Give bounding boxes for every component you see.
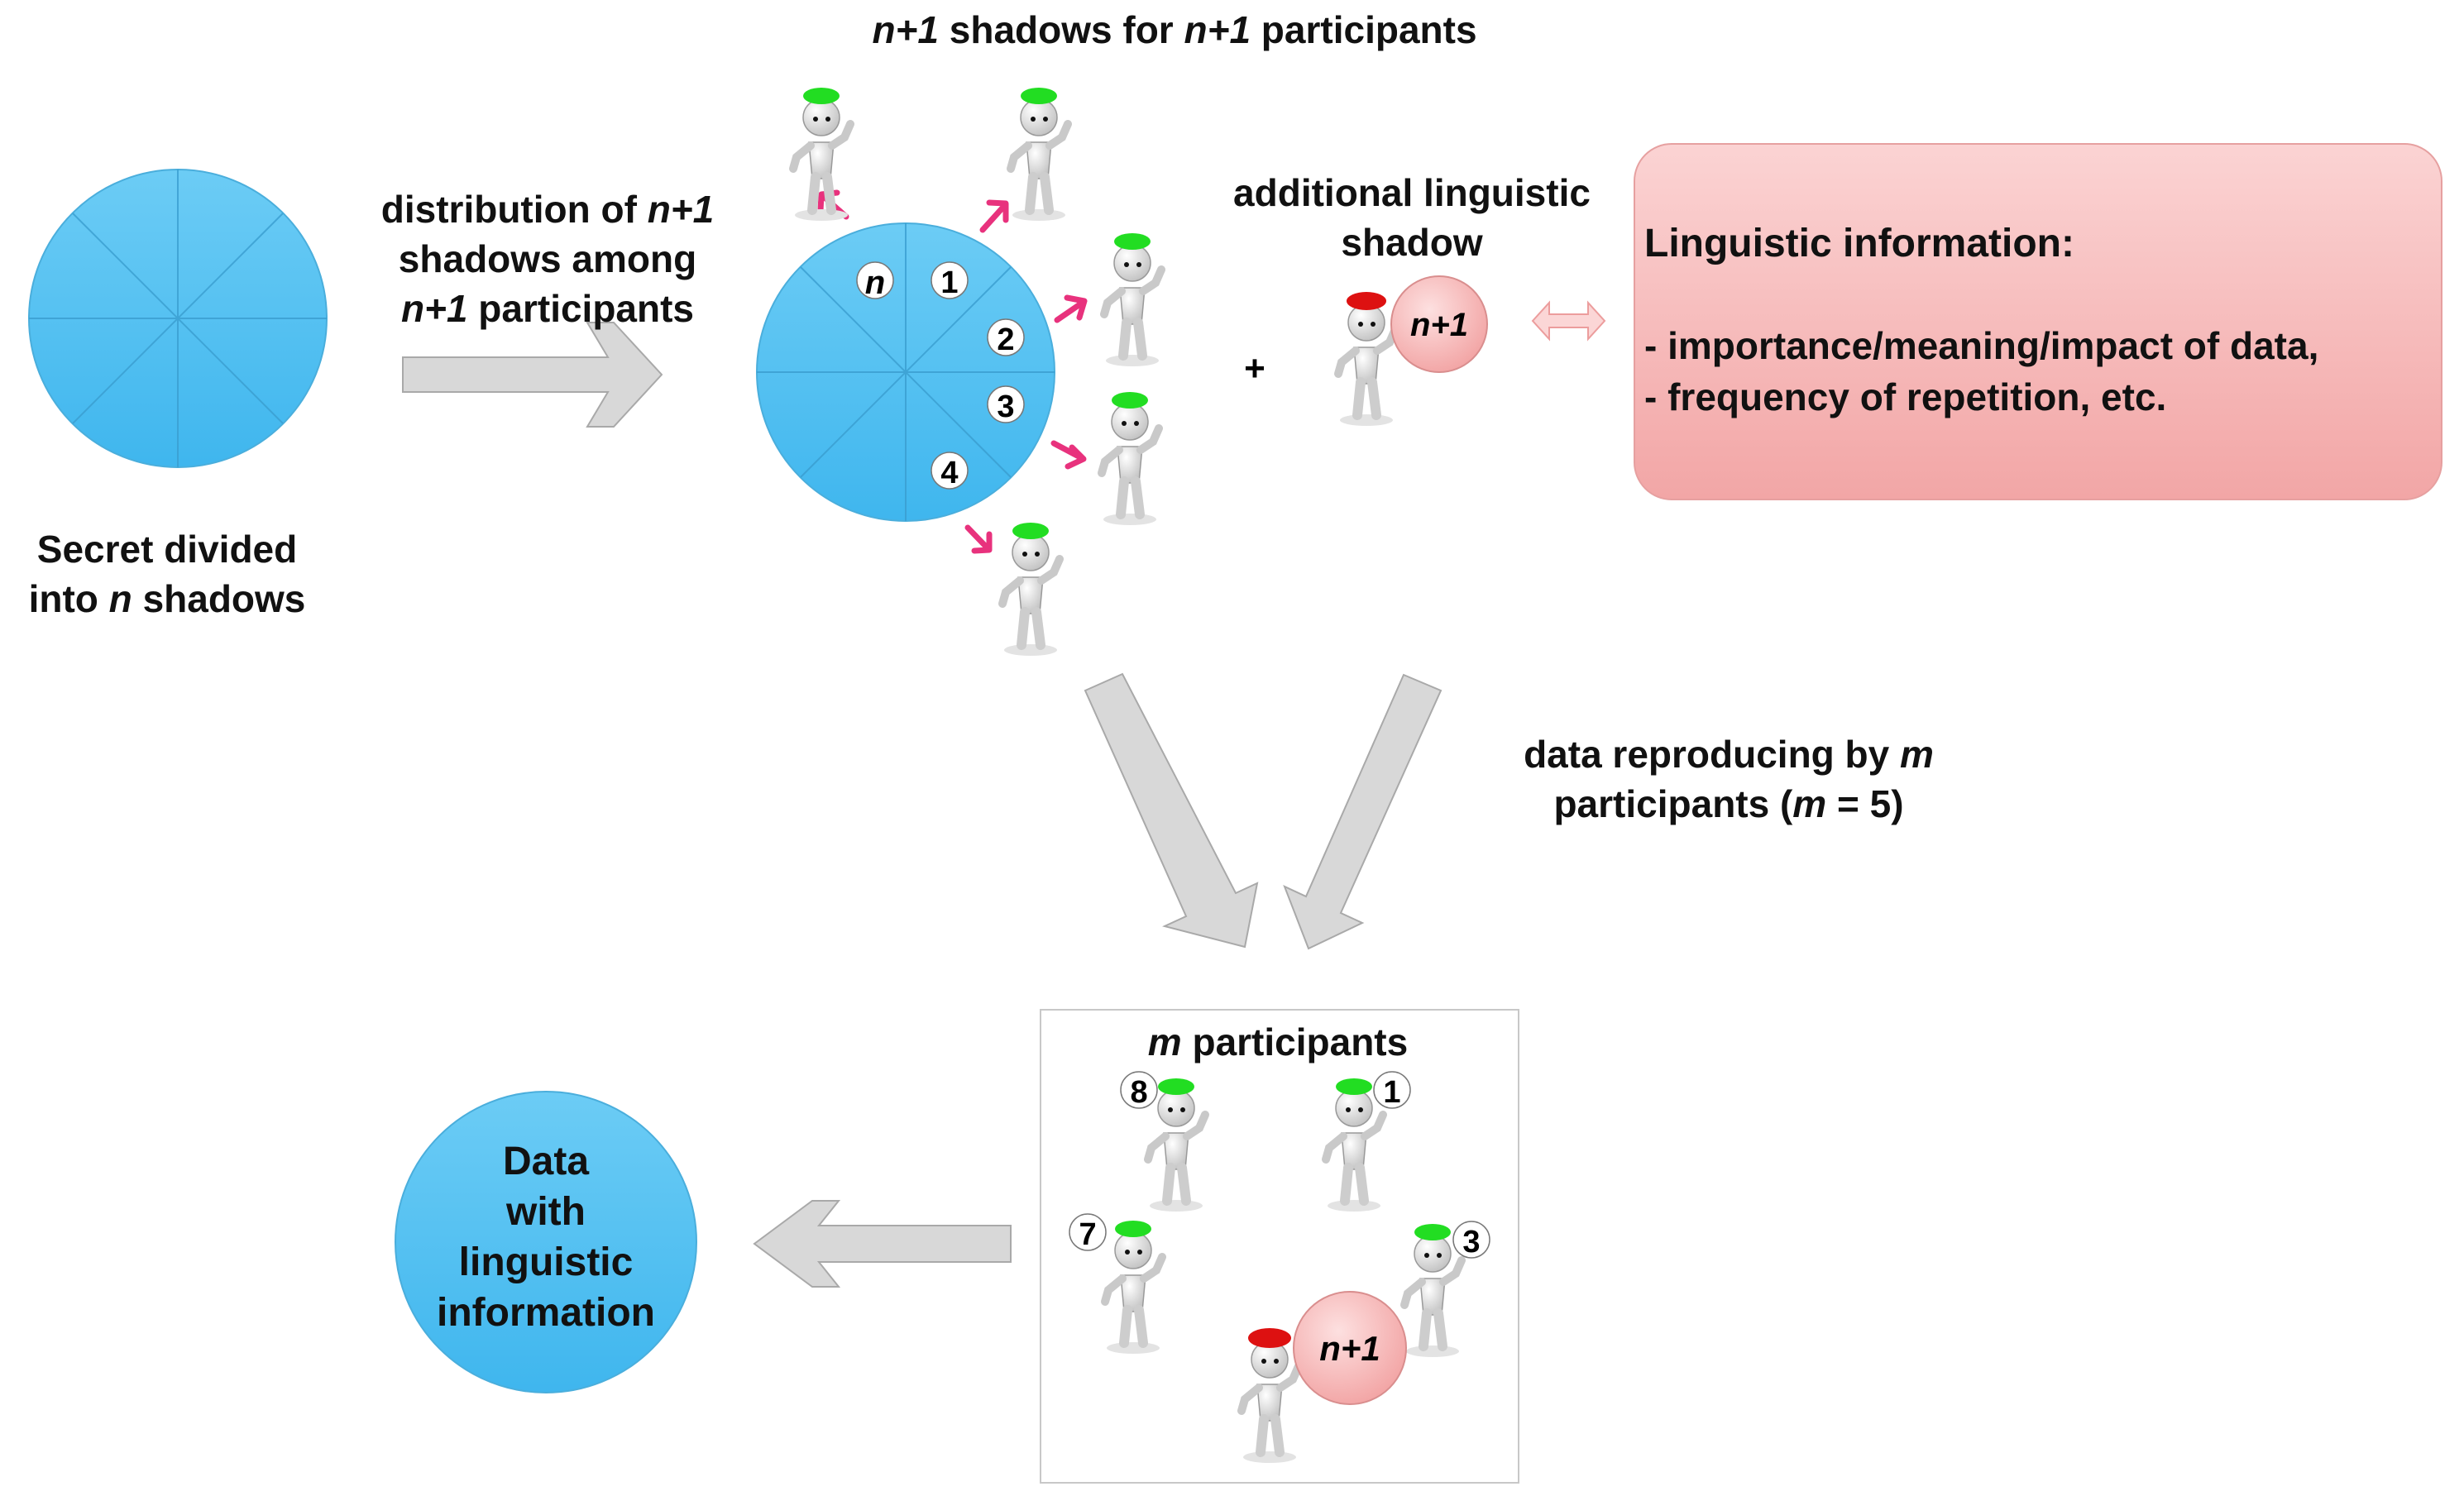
info-item: - importance/meaning/impact of data, <box>1644 324 2319 367</box>
top-title: n+1 shadows for n+1 participants <box>872 8 1477 51</box>
pie-badge-2: 2 <box>987 318 1025 357</box>
converge-arrow-left <box>1084 672 1259 949</box>
caption-line: additional linguistic <box>1233 171 1591 214</box>
info-title: Linguistic information: <box>1644 222 2074 265</box>
pie-badge-4: 4 <box>931 452 969 490</box>
svg-text:n+1: n+1 <box>1410 307 1468 343</box>
svg-text:2: 2 <box>997 323 1014 357</box>
participant-figure <box>1104 233 1161 366</box>
secret-pie <box>28 169 328 468</box>
distribution-arrow <box>402 322 663 428</box>
svg-text:n+1: n+1 <box>1319 1329 1380 1368</box>
linguistic-info-box <box>1634 143 2442 500</box>
svg-text:n: n <box>865 265 885 301</box>
result-circle <box>395 1091 697 1393</box>
selected-linguistic-circle: n+1 <box>1293 1291 1407 1405</box>
svg-text:8: 8 <box>1130 1075 1147 1110</box>
participant-figure <box>1102 392 1159 525</box>
caption-line: distribution of n+1 <box>380 188 715 231</box>
shadows-pie <box>756 222 1055 522</box>
magenta-arrow <box>979 199 1009 233</box>
selected-participant-1: 1 <box>1326 1071 1411 1212</box>
pie-badge-1: 1 <box>931 261 969 300</box>
svg-text:1: 1 <box>940 265 958 300</box>
linguistic-shadow-circle: n+1 <box>1390 275 1488 373</box>
pie-badge-3: 3 <box>987 385 1025 424</box>
caption-line: participants (m = 5) <box>1553 782 1904 825</box>
svg-text:3: 3 <box>1462 1225 1480 1259</box>
caption-line: Secret divided <box>36 528 298 571</box>
reproducing-caption: data reproducing by m participants (m = … <box>1524 729 1934 829</box>
distribution-caption: distribution of n+1 shadows among n+1 pa… <box>381 184 714 333</box>
secret-caption: Secret divided into n shadows <box>29 524 306 624</box>
selected-participant-7: 7 <box>1069 1213 1162 1354</box>
result-line: with <box>506 1190 586 1234</box>
selected-participant-8: 8 <box>1120 1071 1205 1212</box>
participant-figure <box>1011 88 1068 221</box>
svg-text:4: 4 <box>940 456 958 490</box>
magenta-arrow <box>1050 440 1087 470</box>
additional-shadow-caption: additional linguistic shadow <box>1233 168 1591 267</box>
svg-text:1: 1 <box>1383 1075 1400 1110</box>
result-line: information <box>437 1291 655 1335</box>
magenta-arrow <box>964 524 993 554</box>
caption-line: into n shadows <box>28 577 306 620</box>
double-arrow-icon <box>1531 300 1606 342</box>
selected-linguistic-participant <box>1242 1328 1299 1463</box>
result-arrow <box>753 1200 1012 1288</box>
svg-text:3: 3 <box>997 390 1014 424</box>
pie-badge-n: n <box>856 261 894 301</box>
caption-line: shadows among <box>398 237 697 280</box>
info-item: - frequency of repetition, etc. <box>1644 375 2167 418</box>
caption-line: shadow <box>1341 221 1483 264</box>
result-line: Data <box>502 1140 590 1183</box>
caption-line: n+1 participants <box>400 287 695 330</box>
plus-sign: + <box>1244 348 1265 389</box>
selected-participant-3: 3 <box>1404 1221 1490 1357</box>
participant-figure <box>793 88 850 221</box>
participant-figure <box>1002 523 1060 656</box>
caption-line: data reproducing by m <box>1524 733 1934 776</box>
m-box-title: m participants <box>1147 1020 1409 1063</box>
result-line: linguistic <box>458 1240 634 1284</box>
result-circle-text: Data with linguistic information <box>397 1136 695 1338</box>
svg-text:7: 7 <box>1079 1217 1096 1252</box>
magenta-arrow <box>1054 294 1088 323</box>
converge-arrow-right <box>1283 673 1443 950</box>
linguistic-participant-figure <box>1338 292 1395 426</box>
